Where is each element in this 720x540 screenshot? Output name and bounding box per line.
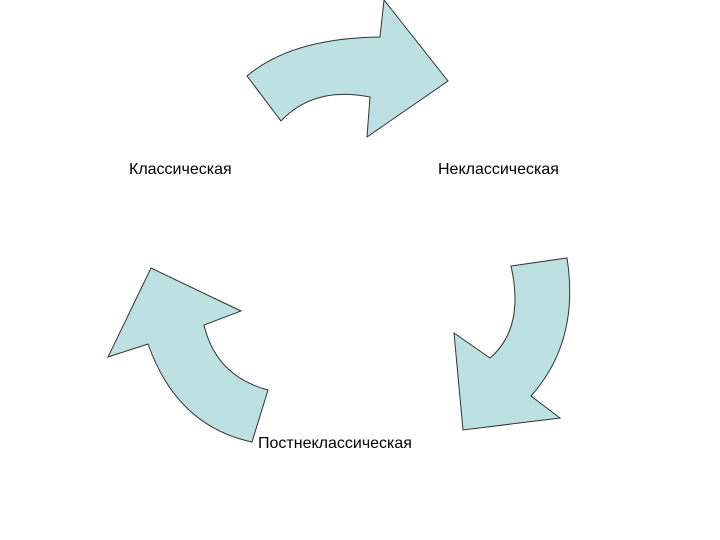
arrow-classical-to-nonclassical xyxy=(246,0,449,139)
stage-label-classical: Классическая xyxy=(129,161,232,178)
stage-label-postnonclassical: Постнеклассическая xyxy=(258,435,412,452)
arrow-postnonclassical-to-classical xyxy=(107,267,269,443)
arrow-nonclassical-to-postnonclassical xyxy=(453,257,571,431)
stage-label-nonclassical: Неклассическая xyxy=(438,161,559,178)
